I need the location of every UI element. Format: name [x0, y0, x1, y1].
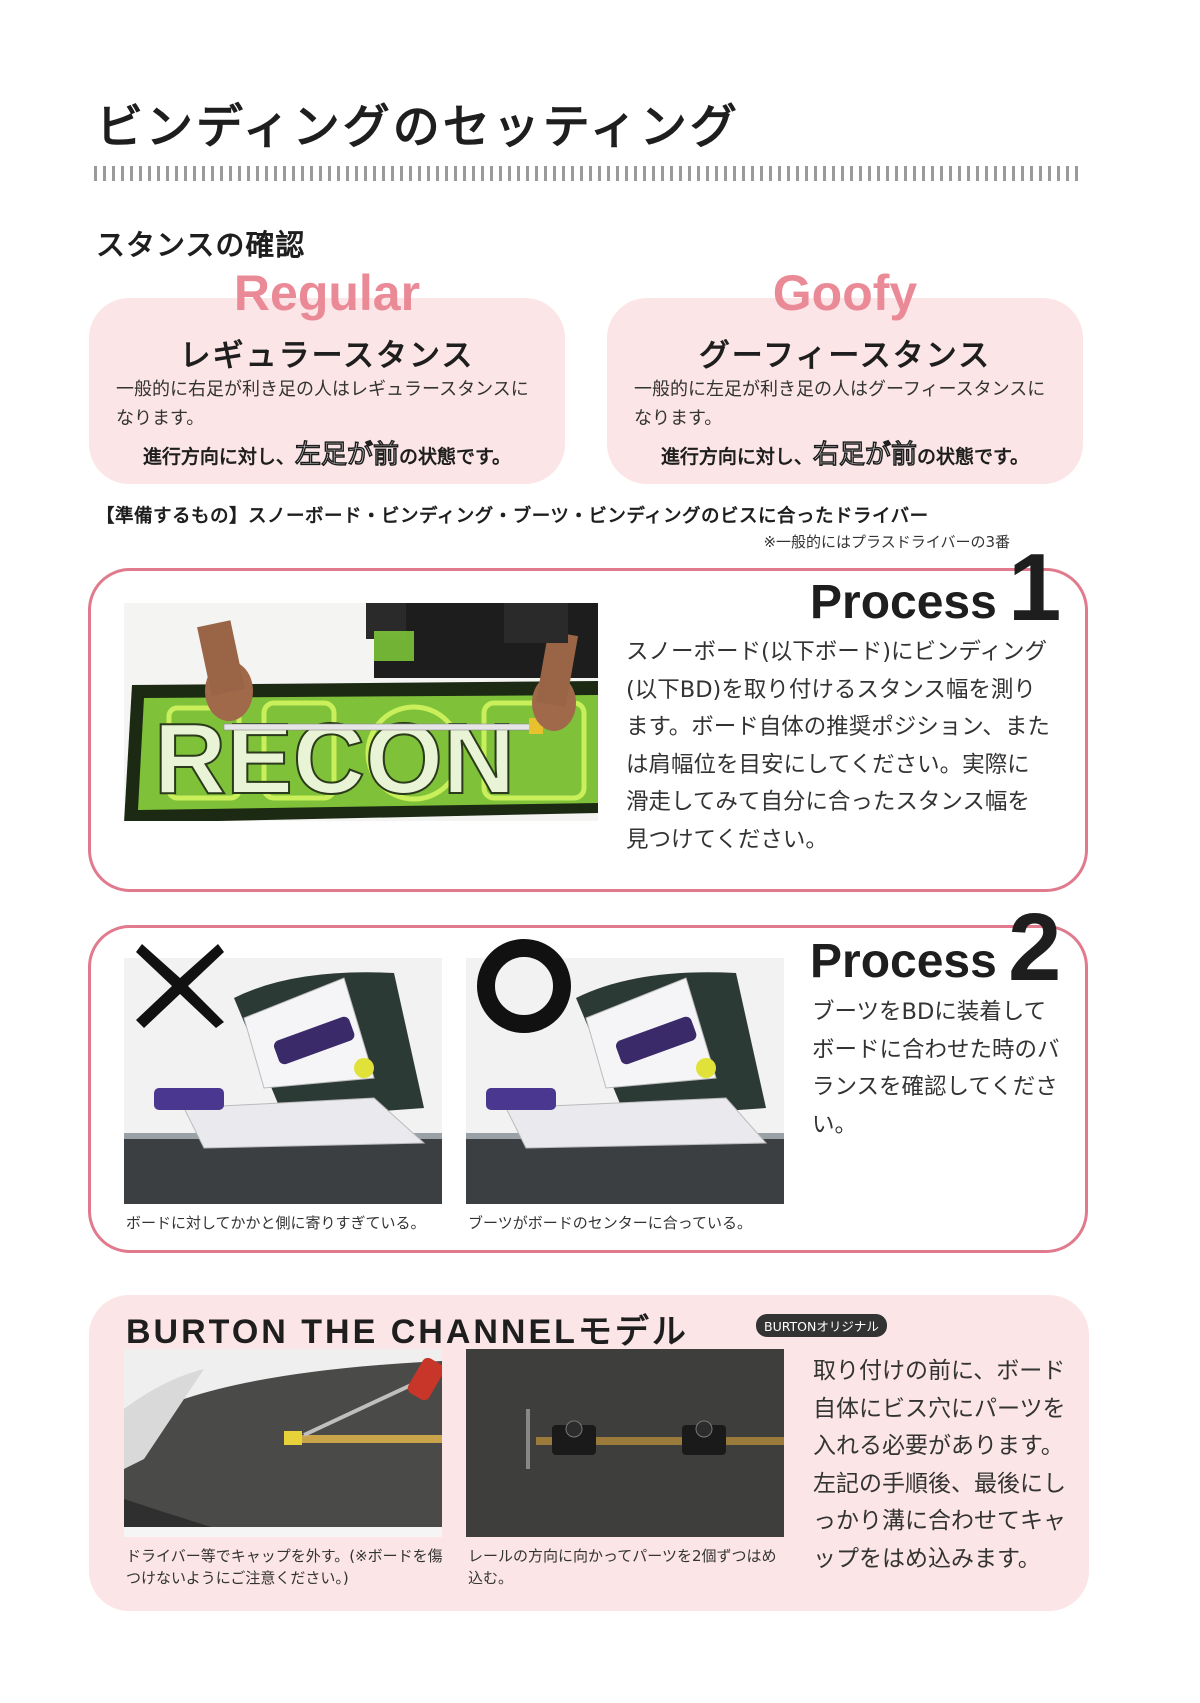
- process-2-text: ブーツをBDに装着してボードに合わせた時のバランスを確認してください。: [812, 999, 1060, 1138]
- regular-title-jp: レギュラースタンス: [179, 338, 475, 374]
- binding-good-illustration: [466, 958, 784, 1204]
- section-heading: スタンスの確認: [96, 228, 306, 262]
- binding-bad-illustration: [124, 958, 442, 1204]
- channel-parts-illustration: [466, 1349, 784, 1537]
- preparation-list: 【準備するもの】スノーボード・ビンディング・ブーツ・ビンディングのビスに合ったド…: [96, 506, 929, 527]
- board-measuring-illustration: RECON: [124, 603, 598, 858]
- process-2-good-photo: [466, 958, 784, 1204]
- driver-cap-illustration: [124, 1349, 442, 1537]
- goofy-note-emphasis: 右足が前: [812, 440, 918, 471]
- channel-photo-1: [124, 1349, 442, 1537]
- channel-photo-2: [466, 1349, 784, 1537]
- process-2-bad-caption: ボードに対してかかと側に寄りすぎている。: [126, 1214, 426, 1232]
- board-graphic-text: RECON: [154, 703, 515, 815]
- goofy-stance-card: [607, 298, 1083, 484]
- regular-note-pre: 進行方向に対し、: [142, 446, 295, 468]
- channel-text: 取り付けの前に、ボード自体にビス穴にパーツを入れる必要があります。左記の手順後、…: [813, 1358, 1066, 1572]
- regular-description: 一般的に右足が利き足の人はレギュラースタンスになります。: [116, 379, 529, 429]
- goofy-title-en: Goofy: [772, 265, 918, 321]
- page-title: ビンディングのセッティング: [96, 100, 740, 155]
- regular-note-post: の状態です。: [398, 446, 512, 468]
- goofy-title-jp: グーフィースタンス: [698, 338, 992, 374]
- process-1-photo: RECON: [124, 603, 598, 858]
- process-2-number: 2: [1008, 894, 1062, 1001]
- circle-icon: [474, 936, 574, 1036]
- cross-icon: [130, 934, 230, 1034]
- regular-stance-card: [89, 298, 565, 484]
- channel-caption-2: レールの方向に向かってパーツを2個ずつはめ込む。: [468, 1547, 777, 1587]
- process-2-good-caption: ブーツがボードのセンターに合っている。: [468, 1214, 752, 1232]
- process-2-bad-photo: [124, 958, 442, 1204]
- goofy-note-post: の状態です。: [916, 446, 1030, 468]
- process-1-number: 1: [1008, 534, 1062, 641]
- regular-note-emphasis: 左足が前: [294, 440, 400, 471]
- preparation-note: ※一般的にはプラスドライバーの3番: [763, 533, 1010, 551]
- regular-note: 進行方向に対し、左足が前の状態です。: [89, 434, 565, 471]
- process-1-label: Process: [810, 576, 997, 629]
- process-2-label: Process: [810, 935, 997, 988]
- process-1-text: スノーボード(以下ボード)にビンディング(以下BD)を取り付けるスタンス幅を測り…: [626, 639, 1050, 853]
- channel-caption-1: ドライバー等でキャップを外す。(※ボードを傷つけないようにご注意ください。): [126, 1547, 443, 1587]
- regular-title-en: Regular: [233, 265, 421, 321]
- goofy-note: 進行方向に対し、右足が前の状態です。: [607, 434, 1083, 471]
- goofy-description: 一般的に左足が利き足の人はグーフィースタンスになります。: [634, 379, 1046, 429]
- goofy-note-pre: 進行方向に対し、: [660, 446, 813, 468]
- channel-badge: BURTONオリジナル: [756, 1314, 887, 1337]
- channel-title: BURTON THE CHANNELモデル: [126, 1313, 689, 1351]
- dashed-divider: [94, 166, 1082, 181]
